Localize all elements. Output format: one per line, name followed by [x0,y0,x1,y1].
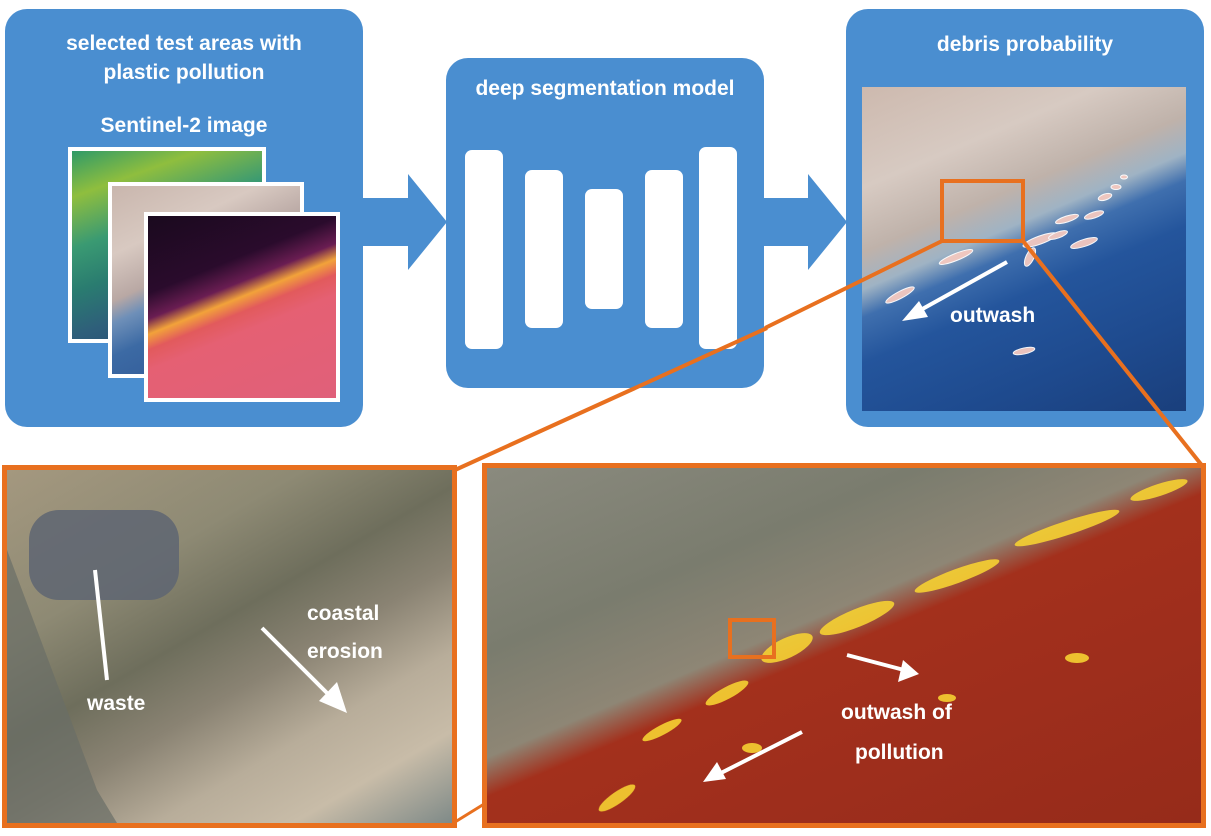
network-layer-1 [465,150,503,349]
sentinel-image-label: Sentinel-2 image [100,114,268,137]
coastal-erosion-label-line2: erosion [307,640,383,663]
outwash-label: outwash [950,304,1036,327]
waste-label: waste [87,692,146,715]
coastal-erosion-label-line1: coastal [307,602,380,625]
debris-probability-map: outwash [862,87,1186,411]
sentinel-probability-image [144,212,340,402]
model-panel-title: deep segmentation model [475,77,735,100]
probability-zoom-panel: outwash of pollution [482,463,1206,828]
network-layer-3 [585,189,623,309]
network-layer-4 [645,170,683,328]
model-panel: deep segmentation model [446,58,764,388]
probability-overlay [598,479,1188,812]
waste-pile [29,510,179,600]
aerial-annotations [7,510,347,823]
debris-detections [885,174,1128,356]
outwash-of-pollution-label-line1: outwash of [841,701,952,724]
output-panel: debris probability outwash [846,9,1204,427]
output-panel-title: debris probability [936,33,1114,56]
network-layer-5 [699,147,737,349]
input-panel: selected test areas with plastic polluti… [5,9,363,427]
input-panel-title-line1: selected test areas with [66,32,302,55]
input-panel-title-line2: plastic pollution [103,61,265,84]
outwash-of-pollution-label-line2: pollution [855,741,944,764]
aerial-zoom-panel: waste coastal erosion [2,465,457,828]
zoom-region-marker-bottom [728,618,776,659]
network-layer-2 [525,170,563,328]
